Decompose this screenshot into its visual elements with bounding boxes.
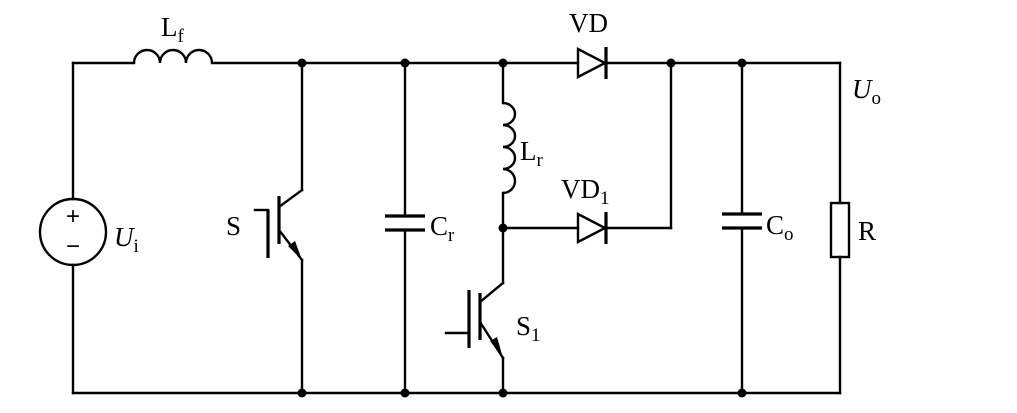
diode-vd1 [576, 212, 608, 244]
capacitor-cr [385, 214, 425, 232]
junction-dot [498, 58, 508, 68]
junction-dot [498, 388, 508, 398]
label-co: Co [766, 210, 794, 245]
wire-s1-collector-diag [478, 281, 505, 304]
label-s1: S1 [516, 311, 541, 346]
label-ui: Ui [114, 222, 139, 257]
label-cr: Cr [430, 211, 455, 246]
resistor-r [829, 201, 851, 259]
label-lf: Lf [161, 12, 185, 47]
label-vd: VD [569, 8, 608, 38]
switch-s [253, 196, 302, 260]
junction-dot [400, 58, 410, 68]
s-emitter-arrow [288, 241, 302, 260]
capacitor-co [722, 212, 762, 230]
label-uo: Uo [852, 74, 881, 109]
junction-dot [498, 223, 508, 233]
label-lr: Lr [520, 136, 544, 171]
wire-s-collector-diag [277, 188, 304, 209]
label-s: S [226, 211, 241, 241]
vd1-triangle [576, 212, 608, 244]
labels: Lf S Cr VD Lr VD1 S1 Co R Uo Ui [114, 8, 881, 346]
junction-dot [666, 58, 676, 68]
junction-dot [737, 58, 747, 68]
junctions [297, 58, 747, 398]
s1-emitter-arrow [490, 337, 503, 358]
diode-vd [576, 47, 608, 79]
junction-dot [297, 58, 307, 68]
wires [71, 61, 842, 395]
switch-s1 [444, 290, 503, 358]
junction-dot [297, 388, 307, 398]
source-plus: + [66, 203, 80, 230]
junction-dot [737, 388, 747, 398]
label-r: R [858, 216, 876, 246]
label-vd1: VD1 [561, 174, 610, 209]
voltage-source: + − [38, 197, 108, 267]
inductor-lr [502, 101, 517, 195]
source-minus: − [66, 233, 80, 260]
vd-triangle [576, 47, 608, 79]
source-circle [38, 197, 108, 267]
inductor-lf [132, 48, 214, 64]
junction-dot [400, 388, 410, 398]
